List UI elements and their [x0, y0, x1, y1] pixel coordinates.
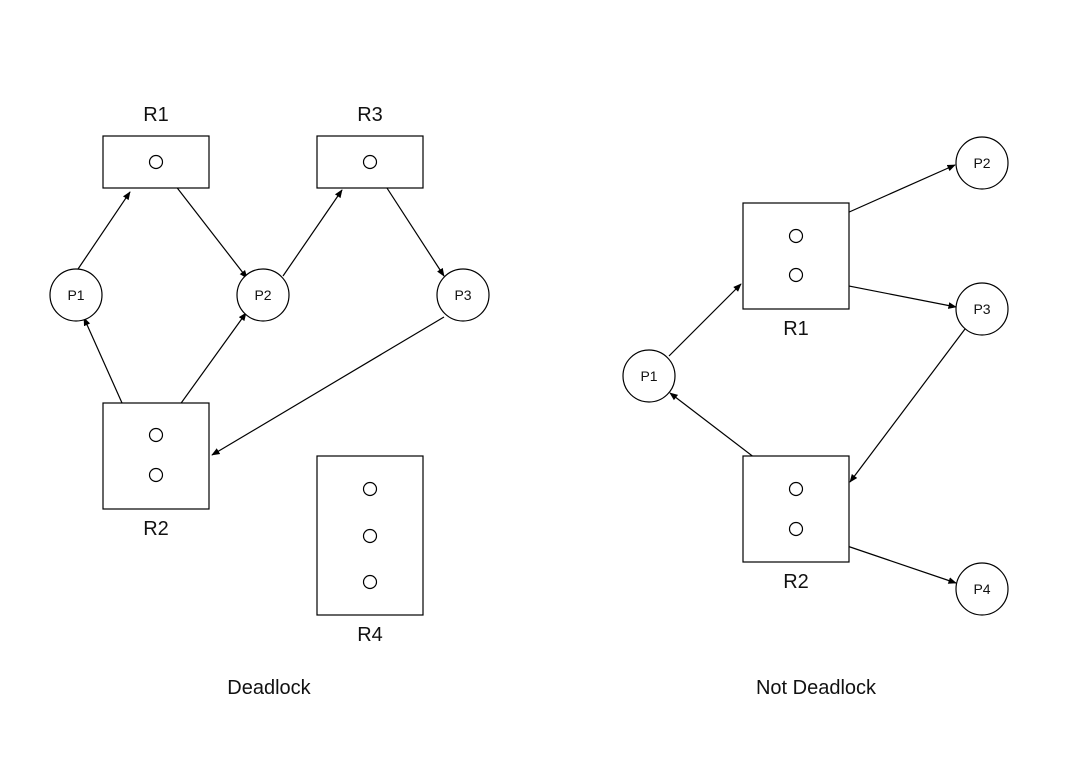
resource-r2-box [102, 402, 210, 510]
process-p2: P2 [236, 268, 290, 322]
process-p4-node [955, 562, 1009, 616]
process-p2-node [955, 136, 1009, 190]
process-p3: P3 [955, 282, 1009, 336]
edge-p3-to-r2 [849, 328, 966, 483]
resource-r4-instance [362, 574, 378, 590]
resource-r2-label: R2 [143, 518, 169, 540]
edge-p3-to-r2 [211, 316, 445, 456]
resource-r4-instance [362, 481, 378, 497]
process-p3: P3 [436, 268, 490, 322]
resource-r1-instance [788, 228, 804, 244]
process-p2-label: P2 [254, 287, 271, 303]
process-p1-label: P1 [640, 368, 657, 384]
resource-r4-instance [362, 528, 378, 544]
resource-r2: R2 [102, 402, 210, 540]
process-p2-node [236, 268, 290, 322]
not-deadlock-caption: Not Deadlock [756, 677, 877, 699]
process-p3-label: P3 [454, 287, 471, 303]
resource-r3-instance [362, 154, 378, 170]
process-p1: P1 [49, 268, 103, 322]
process-p3-label: P3 [973, 301, 990, 317]
resource-r2-box [742, 455, 850, 563]
process-p2-label: P2 [973, 155, 990, 171]
process-p3-node [436, 268, 490, 322]
process-p2: P2 [955, 136, 1009, 190]
resource-r2: R2 [742, 455, 850, 593]
process-p3-node [955, 282, 1009, 336]
edge-p1-to-r1 [668, 283, 742, 357]
resource-r2-instance [148, 427, 164, 443]
resource-r3: R3 [316, 104, 424, 189]
process-p1-label: P1 [67, 287, 84, 303]
resource-r2-instance [788, 521, 804, 537]
process-p1-node [622, 349, 676, 403]
edge-p1-to-r1 [75, 191, 131, 273]
resource-r1-label: R1 [143, 104, 169, 126]
deadlock-graph: R1 R3 R2 R4 P1 P2 [49, 104, 490, 699]
resource-r1-instance [788, 267, 804, 283]
not-deadlock-graph: R1 R2 P1 P2 P3 P4 Not Deadlock [622, 136, 1009, 699]
resource-r1: R1 [102, 104, 210, 189]
process-p1-node [49, 268, 103, 322]
process-p1: P1 [622, 349, 676, 403]
edge-p2-to-r3 [282, 189, 343, 277]
resource-r2-label: R2 [783, 571, 809, 593]
resource-r1-label: R1 [783, 318, 809, 340]
process-p4-label: P4 [973, 581, 990, 597]
resource-r1-instance [148, 154, 164, 170]
resource-r2-instance [788, 481, 804, 497]
deadlock-caption: Deadlock [227, 677, 311, 699]
resource-r1: R1 [742, 202, 850, 340]
resource-r3-label: R3 [357, 104, 383, 126]
resource-r4-label: R4 [357, 624, 383, 646]
resource-r1-box [742, 202, 850, 310]
resource-r2-instance [148, 467, 164, 483]
process-p4: P4 [955, 562, 1009, 616]
resource-r4: R4 [316, 455, 424, 646]
